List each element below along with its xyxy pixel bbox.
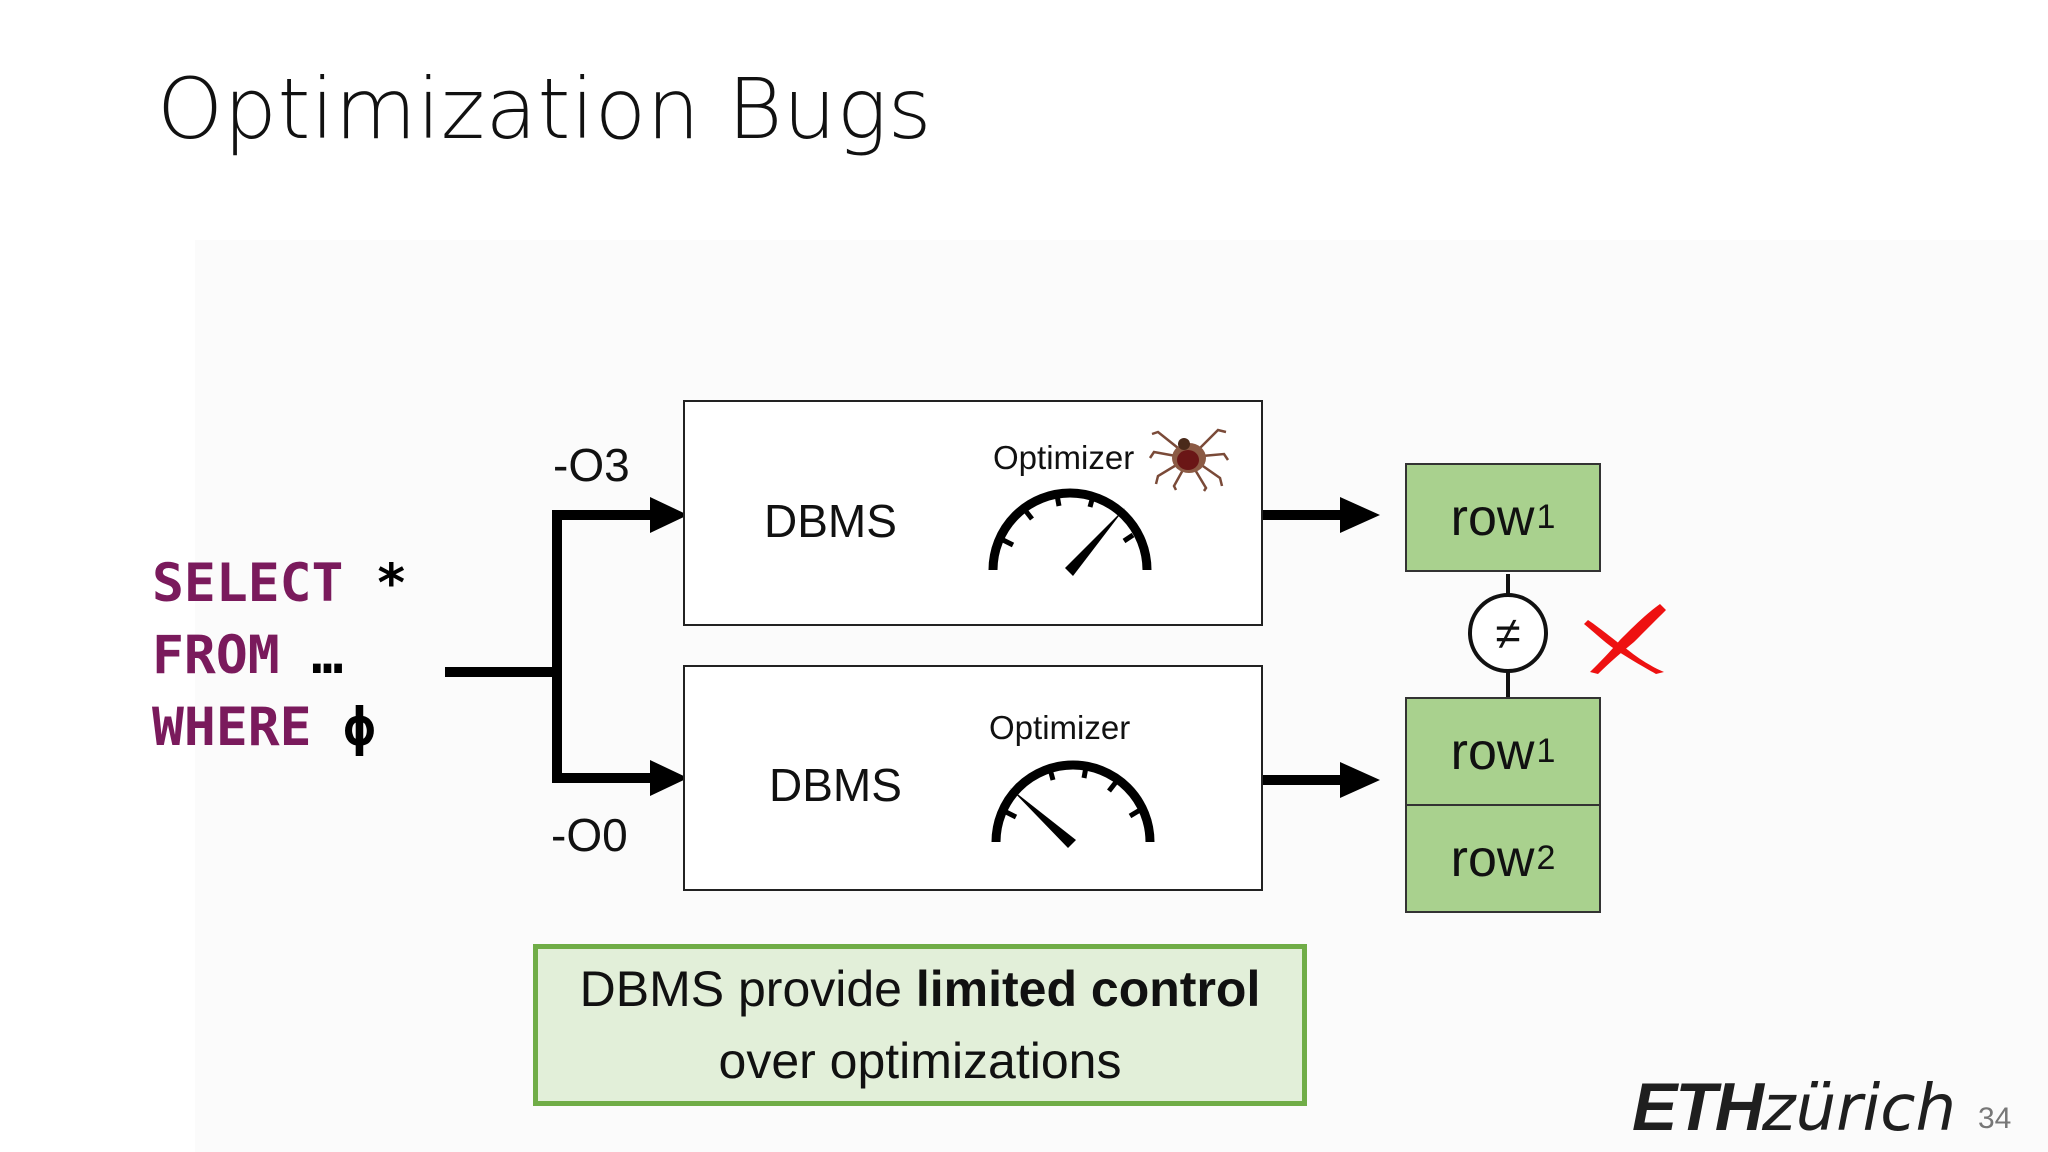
- sql-from-list: …: [279, 625, 344, 686]
- row-subscript: 1: [1536, 498, 1556, 536]
- flag-o3: -O3: [553, 439, 630, 491]
- callout-line-1: DBMS provide limited control: [580, 953, 1261, 1025]
- speedometer-low-icon: [991, 760, 1155, 848]
- dbms-label-top: DBMS: [764, 495, 897, 547]
- row-subscript: 1: [1536, 732, 1556, 770]
- sql-select-list: *: [343, 553, 408, 614]
- speedometer-high-icon: [988, 488, 1152, 576]
- row-text: row: [1450, 722, 1535, 781]
- red-cross-icon: [1584, 604, 1666, 674]
- flag-o0: -O0: [551, 809, 628, 861]
- sql-where-predicate: ϕ: [311, 697, 376, 758]
- sql-keyword-where: WHERE: [152, 697, 312, 758]
- slide-title: Optimization Bugs: [157, 60, 932, 158]
- arrowhead-bottom-input: [650, 760, 688, 796]
- dbms-box-unoptimized: [683, 665, 1263, 891]
- not-equal-indicator: ≠: [1468, 593, 1548, 673]
- row-text: row: [1450, 829, 1535, 888]
- logo-eth: ETH: [1632, 1069, 1764, 1145]
- row-text: row: [1450, 488, 1535, 547]
- sql-keyword-select: SELECT: [152, 553, 344, 614]
- callout-box: DBMS provide limited control over optimi…: [533, 944, 1307, 1106]
- branch-connector: [445, 510, 662, 783]
- logo-zurich: zürich: [1762, 1072, 1956, 1146]
- row-subscript: 2: [1536, 839, 1556, 877]
- optimizer-label-top: Optimizer: [993, 439, 1135, 476]
- page-number: 34: [1978, 1102, 2012, 1135]
- optimizer-label-bottom: Optimizer: [989, 709, 1131, 746]
- sql-keyword-from: FROM: [152, 625, 280, 686]
- sql-query: SELECT * FROM … WHERE ϕ: [152, 548, 407, 764]
- arrowhead-bottom-output: [1340, 762, 1380, 798]
- arrowhead-top-input: [650, 497, 688, 533]
- arrowhead-top-output: [1340, 497, 1380, 533]
- tick-bug-icon: [1148, 428, 1230, 492]
- dbms-label-bottom: DBMS: [769, 759, 902, 811]
- callout-text-bold: limited control: [915, 961, 1261, 1017]
- callout-line-2: over optimizations: [718, 1033, 1122, 1089]
- callout-text-prefix: DBMS provide: [579, 961, 916, 1017]
